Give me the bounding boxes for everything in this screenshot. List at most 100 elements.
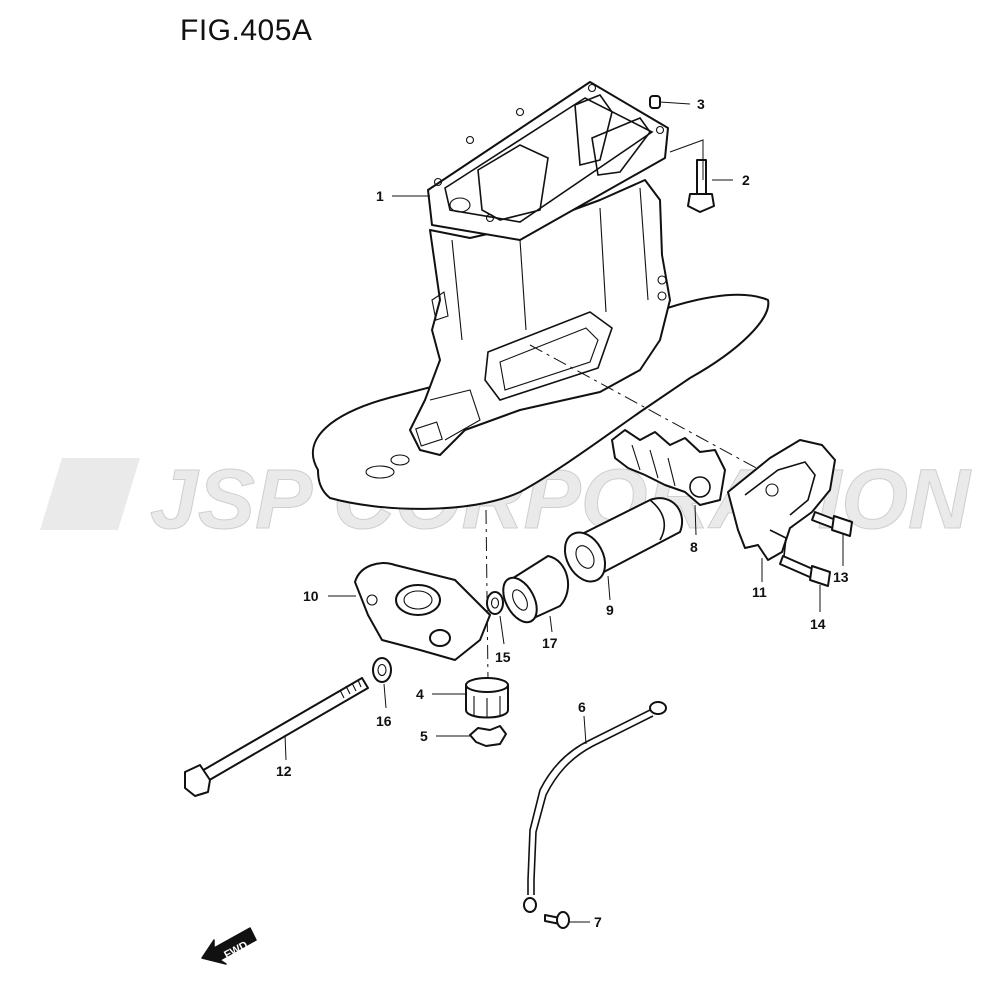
nut-4 — [465, 677, 509, 719]
rubber-mount-8-rib-1 — [631, 444, 641, 471]
washer-16 — [372, 657, 392, 683]
callout-5: 5 — [420, 728, 428, 744]
lock-washer-5-body — [469, 725, 507, 747]
washer-16-outer — [372, 657, 392, 683]
washer-15 — [486, 591, 504, 615]
sleeve-17-end — [502, 576, 538, 624]
housing-left-tab — [431, 291, 449, 321]
callout-1: 1 — [376, 188, 384, 204]
callout-8: 8 — [690, 539, 698, 555]
flange-bolt-hole-4 — [587, 83, 597, 93]
mount-bracket-11 — [727, 439, 836, 561]
rubber-mount-8-body — [611, 429, 726, 506]
flange-inner-rim — [444, 97, 654, 223]
plate-hole-b — [390, 454, 410, 466]
washer-16-inner — [377, 663, 387, 677]
leader-8 — [694, 504, 697, 536]
rubber-mount-8 — [611, 429, 726, 506]
leader-16 — [383, 683, 387, 709]
bushing-9-end — [563, 531, 607, 583]
clamp-block-10-pin-hole — [429, 629, 451, 647]
bolt-14-head — [809, 565, 831, 587]
sleeve-17-bore — [512, 589, 528, 611]
leader-6 — [583, 715, 587, 745]
housing-stud-a — [657, 275, 667, 285]
flange-pocket-right — [574, 94, 613, 167]
nut-4-notches — [473, 696, 501, 718]
callout-15: 15 — [495, 649, 511, 665]
clamp-block-10-spline — [403, 590, 433, 610]
callout-16: 16 — [376, 713, 392, 729]
clamp-block-10-side-hole — [366, 594, 378, 606]
housing-window-inner — [499, 327, 599, 391]
dowel-pin-3 — [649, 95, 661, 109]
long-bolt-12-thread — [339, 679, 362, 699]
callout-6: 6 — [578, 699, 586, 715]
rubber-mount-8-rib-2 — [649, 449, 659, 479]
leader-15 — [499, 615, 505, 645]
leader-17 — [549, 615, 553, 633]
housing-stud-b — [657, 291, 667, 301]
mount-bracket-11-hole — [765, 483, 779, 497]
housing-rib-2 — [519, 239, 527, 331]
clamp-block-10 — [354, 562, 491, 661]
figure-title: FIG.405A — [180, 14, 313, 47]
housing-side-window — [484, 311, 613, 401]
flange-bolt-hole-1 — [433, 177, 443, 187]
lock-washer-5 — [469, 725, 507, 747]
mount-bracket-11-face — [744, 461, 816, 516]
washer-15-inner — [490, 597, 500, 609]
rubber-mount-8-rib-3 — [667, 457, 676, 487]
ground-wire-6 — [523, 701, 667, 913]
flange-pocket-left — [477, 144, 549, 221]
callout-10: 10 — [303, 588, 319, 604]
leader-12 — [284, 734, 287, 761]
callout-7: 7 — [594, 914, 602, 930]
housing-lower-lip — [429, 389, 481, 441]
housing-rib-3 — [599, 207, 607, 313]
flange-bolt-hole-2 — [465, 135, 475, 145]
ground-wire-6-cable-2 — [533, 715, 654, 895]
fwd-arrow: FWD — [201, 927, 257, 965]
bolt-13-head — [831, 515, 853, 537]
callout-14: 14 — [810, 616, 826, 632]
screw-7 — [544, 911, 570, 929]
bushing-9-bore — [575, 545, 595, 569]
leader-lines — [284, 101, 844, 923]
ground-wire-6-upper-terminal — [649, 701, 667, 715]
bracket-center-line — [529, 344, 761, 471]
fwd-arrow-shape — [201, 927, 257, 965]
housing-rib-4 — [639, 187, 649, 301]
nut-4-top — [465, 677, 509, 693]
screw-7-head — [556, 911, 570, 929]
flange-water-tube — [591, 117, 651, 176]
dowel-pin-3-body — [649, 95, 661, 109]
leader-9 — [607, 575, 611, 601]
flange-bolt-hole-3 — [515, 107, 525, 117]
watermark-logo-mark — [40, 458, 140, 530]
shaft-center-line — [485, 509, 489, 681]
housing-tab — [415, 421, 443, 447]
bushing-9-shoulder — [649, 499, 666, 541]
callout-13: 13 — [833, 569, 849, 585]
housing-rib-1 — [451, 239, 463, 341]
clamp-block-10-spline-bore — [395, 584, 441, 616]
drive-shaft-housing — [312, 81, 770, 681]
callout-12: 12 — [276, 763, 292, 779]
bushing-9 — [563, 497, 683, 583]
bolt-2-shank — [696, 159, 707, 195]
flange-bolt-hole-5 — [655, 125, 665, 135]
callout-2: 2 — [742, 172, 750, 188]
ground-wire-6-cable — [527, 709, 651, 895]
bolt-2 — [687, 159, 715, 213]
bolt-13 — [811, 511, 853, 537]
callout-3: 3 — [697, 96, 705, 112]
flange-bore — [449, 197, 471, 213]
mount-bracket-11-foot — [769, 529, 787, 557]
flange-bolt-hole-6 — [485, 213, 495, 223]
plate-hole-a — [365, 465, 395, 479]
callout-9: 9 — [606, 602, 614, 618]
long-bolt-12-head — [184, 764, 211, 797]
sleeve-17 — [502, 555, 569, 624]
